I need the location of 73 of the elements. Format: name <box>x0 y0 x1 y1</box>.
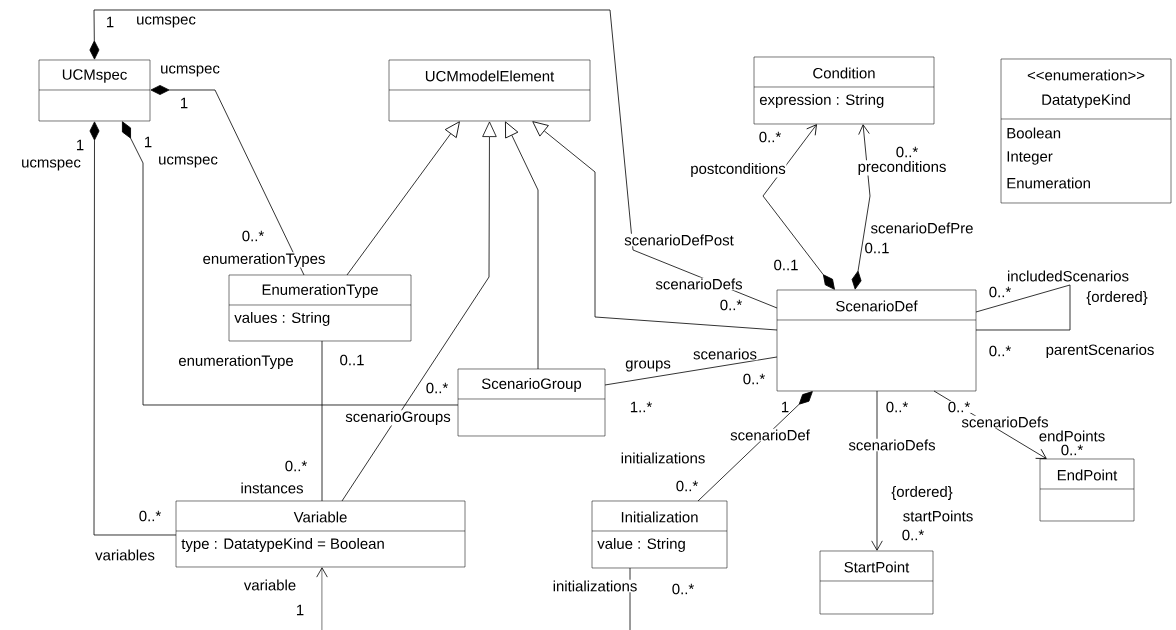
association-line <box>321 340 323 502</box>
generalization-arrow <box>341 121 497 502</box>
class-box: UCMmodelElement <box>388 59 591 122</box>
role-name: enumerationType <box>177 354 295 370</box>
class-box: Condition expression : String <box>753 56 935 125</box>
role-name: startPoints <box>902 509 974 523</box>
role-name: endPoints <box>1038 429 1106 443</box>
constraint: {ordered} <box>1085 290 1149 306</box>
association-arrow <box>871 390 883 551</box>
role-name: postconditions <box>689 162 787 178</box>
multiplicity: 0..* <box>425 382 449 394</box>
multiplicity: 0..* <box>284 460 308 472</box>
multiplicity: 0..* <box>988 286 1012 298</box>
association-line <box>975 284 1071 331</box>
class-box: Initialization value : String <box>591 500 728 569</box>
generalization-arrow <box>532 121 778 331</box>
role-name: scenarioDefs <box>847 438 937 452</box>
multiplicity: 0..* <box>885 401 909 413</box>
role-name: scenarioDef <box>729 428 811 442</box>
composition-line <box>89 121 177 536</box>
role-name: variables <box>94 548 156 562</box>
role-name: groups <box>624 359 672 373</box>
class-box: Variable type : DatatypeKind = Boolean <box>175 500 466 568</box>
class-box: StartPoint <box>819 550 934 615</box>
class-box: ScenarioDef <box>776 289 977 392</box>
class-box: <<enumeration>> DatatypeKind Boolean Integer Enumeration <box>1000 58 1172 204</box>
role-name: ucmspec <box>20 158 82 172</box>
generalization-arrow <box>505 121 539 370</box>
role-name: initializations <box>620 451 706 465</box>
class-box: ScenarioGroup <box>457 368 606 437</box>
multiplicity: 1 <box>295 604 305 616</box>
role-name: scenarioDefPost <box>623 233 735 247</box>
class-box: UCMspec <box>38 59 151 122</box>
multiplicity: 0..1 <box>772 259 800 271</box>
multiplicity: 0..* <box>671 583 695 595</box>
multiplicity: 0..* <box>241 230 265 242</box>
role-name: parentScenarios <box>1044 343 1156 359</box>
composition-line <box>697 391 813 502</box>
role-name: ucmspec <box>135 15 197 29</box>
composition-arrow <box>851 124 871 290</box>
multiplicity: 1 <box>143 136 153 148</box>
composition-line <box>89 9 778 309</box>
multiplicity: 1 <box>179 97 189 109</box>
composition-arrow <box>762 124 835 290</box>
composition-line <box>122 121 459 406</box>
role-name: preconditions <box>856 160 948 176</box>
class-box: EndPoint <box>1039 458 1135 522</box>
constraint: {ordered} <box>890 485 954 501</box>
multiplicity: 1..* <box>629 401 653 413</box>
role-name: ucmspec <box>157 155 219 169</box>
role-name: scenarioDefPre <box>869 221 975 235</box>
association-line <box>604 356 778 386</box>
multiplicity: 0..* <box>895 146 919 158</box>
role-name: scenarioGroups <box>344 410 452 426</box>
multiplicity: 1 <box>75 139 85 151</box>
multiplicity: 0..* <box>138 510 162 522</box>
multiplicity: 0..* <box>675 480 699 492</box>
role-name: enumerationTypes <box>201 252 327 268</box>
multiplicity: 0..1 <box>863 242 891 254</box>
role-name: ucmspec <box>159 64 221 78</box>
multiplicity: 0..* <box>742 373 766 385</box>
role-name: initializations <box>552 579 638 593</box>
role-name: scenarioDefs <box>960 415 1050 429</box>
multiplicity: 0..* <box>719 299 743 311</box>
multiplicity: 1 <box>780 401 790 413</box>
multiplicity: 1 <box>105 16 115 28</box>
role-name: includedScenarios <box>1006 269 1130 283</box>
generalization-arrow <box>346 121 460 276</box>
role-name: scenarioDefs <box>654 277 744 291</box>
composition-line <box>150 85 305 276</box>
role-name: scenarios <box>692 347 758 361</box>
class-box: EnumerationType values : String <box>228 274 412 342</box>
multiplicity: 0..* <box>947 401 971 413</box>
